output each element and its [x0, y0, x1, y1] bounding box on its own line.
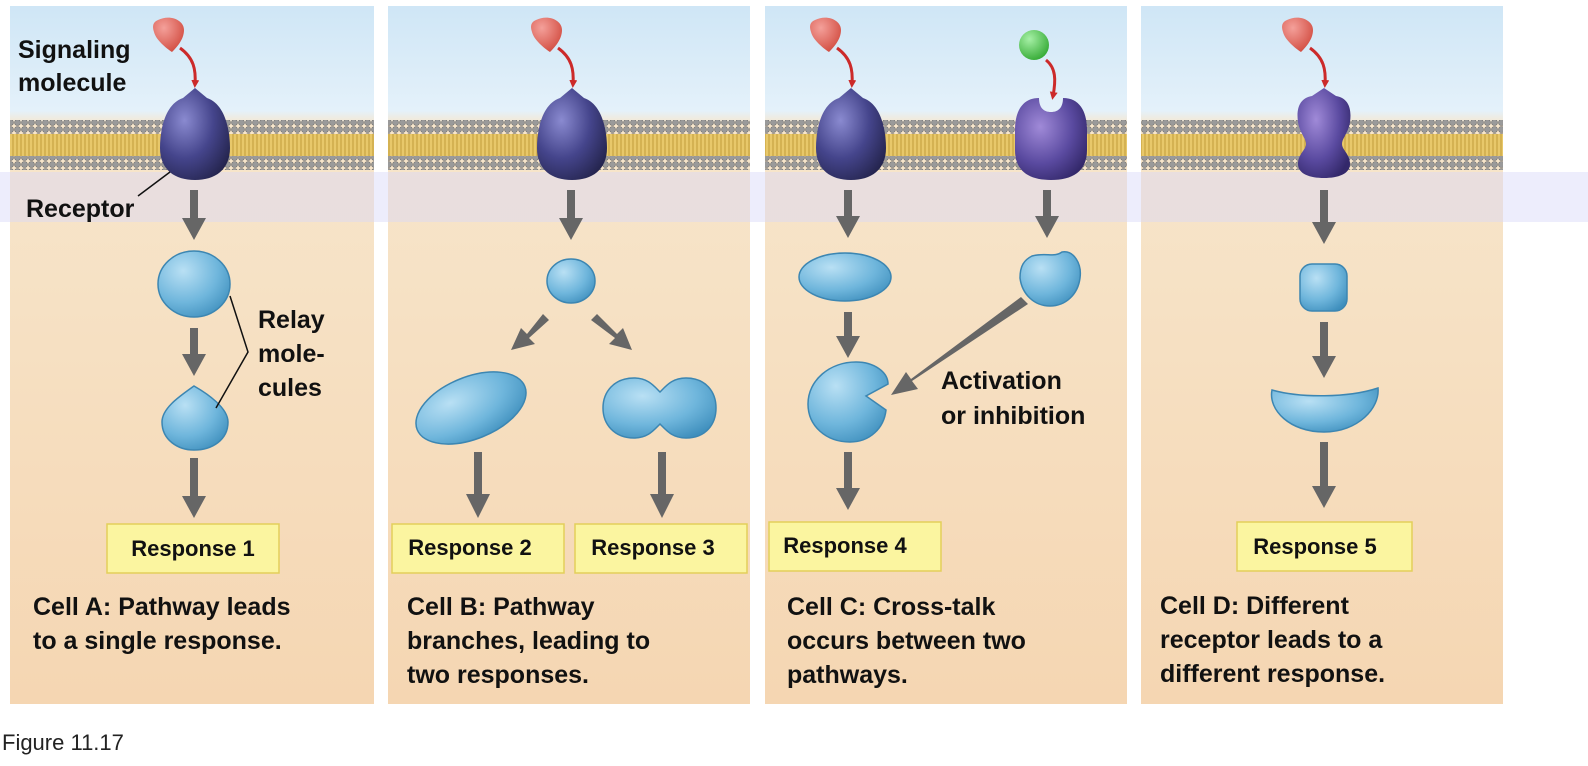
relay-molecule-c1 [798, 252, 892, 302]
arrow-c1 [836, 190, 860, 238]
relay-molecule-b1 [546, 258, 596, 304]
arrow-c2 [1035, 190, 1059, 238]
binding-arrow-a [179, 46, 200, 88]
arrow-b1 [559, 190, 583, 240]
response-4-label: Response 4 [783, 533, 907, 558]
highlight-band [0, 172, 1588, 222]
receptor-c2 [1015, 98, 1087, 180]
signaling-molecule-a [153, 17, 184, 52]
arrow-a1 [182, 190, 206, 240]
figure-label: Figure 11.17 [2, 730, 124, 755]
activation-label: Activation or inhibition [941, 367, 1085, 430]
response-box-4: Response 4 [768, 521, 942, 572]
relay-bracket [215, 295, 249, 409]
receptor-leader [137, 171, 171, 197]
signaling-molecule-d [1282, 17, 1313, 52]
response-2-label: Response 2 [408, 535, 532, 560]
arrow-b3 [650, 452, 674, 518]
relay-molecule-c2 [1019, 251, 1082, 307]
arrow-a3 [182, 458, 206, 518]
caption-cell-a: Cell A: Pathway leads to a single respon… [33, 593, 297, 655]
receptor-a [160, 88, 230, 180]
arrow-d3 [1312, 442, 1336, 508]
arrow-b-right [591, 314, 632, 350]
gray-arrows [182, 190, 1336, 518]
receptor-b [537, 88, 607, 180]
signaling-molecule-c [810, 17, 841, 52]
caption-cell-c: Cell C: Cross-talk occurs between two pa… [787, 593, 1033, 689]
response-box-5: Response 5 [1236, 521, 1413, 572]
relay-molecule-b3 [602, 377, 717, 439]
arrow-d2 [1312, 322, 1336, 378]
binding-arrow-c1 [836, 46, 857, 88]
signaling-molecule-label: Signaling molecule [18, 36, 137, 97]
relay-molecule-b2 [415, 371, 527, 445]
arrow-crosstalk [891, 297, 1028, 395]
relay-molecule-d1 [1299, 263, 1348, 312]
caption-cell-d: Cell D: Different receptor leads to a di… [1160, 592, 1389, 688]
signaling-molecule-b [531, 17, 562, 52]
arrow-a2 [182, 328, 206, 376]
relay-molecule-a2 [161, 385, 229, 451]
binding-arrow-d [1309, 46, 1330, 88]
response-box-3: Response 3 [574, 523, 748, 574]
arrow-c4 [836, 452, 860, 510]
relay-molecule-a1 [157, 250, 231, 318]
relay-molecules-label: Relay mole- cules [258, 306, 332, 402]
receptor-c1 [816, 88, 886, 180]
binding-arrow-c2 [1044, 58, 1058, 100]
response-box-2: Response 2 [391, 523, 565, 574]
receptor-label: Receptor [26, 195, 135, 223]
response-box-1: Response 1 [106, 523, 280, 574]
arrow-d1 [1312, 190, 1336, 244]
arrow-b-left [511, 314, 549, 350]
arrow-c3 [836, 312, 860, 358]
arrow-b2 [466, 452, 490, 518]
relay-molecule-c3 [807, 361, 889, 443]
signaling-molecule-green [1019, 30, 1049, 60]
response-3-label: Response 3 [591, 535, 715, 560]
binding-arrow-b [557, 46, 578, 88]
relay-molecule-d2 [1270, 386, 1379, 433]
receptor-d [1297, 88, 1351, 178]
response-1-label: Response 1 [131, 536, 255, 561]
caption-cell-b: Cell B: Pathway branches, leading to two… [407, 593, 657, 689]
response-5-label: Response 5 [1253, 534, 1377, 559]
